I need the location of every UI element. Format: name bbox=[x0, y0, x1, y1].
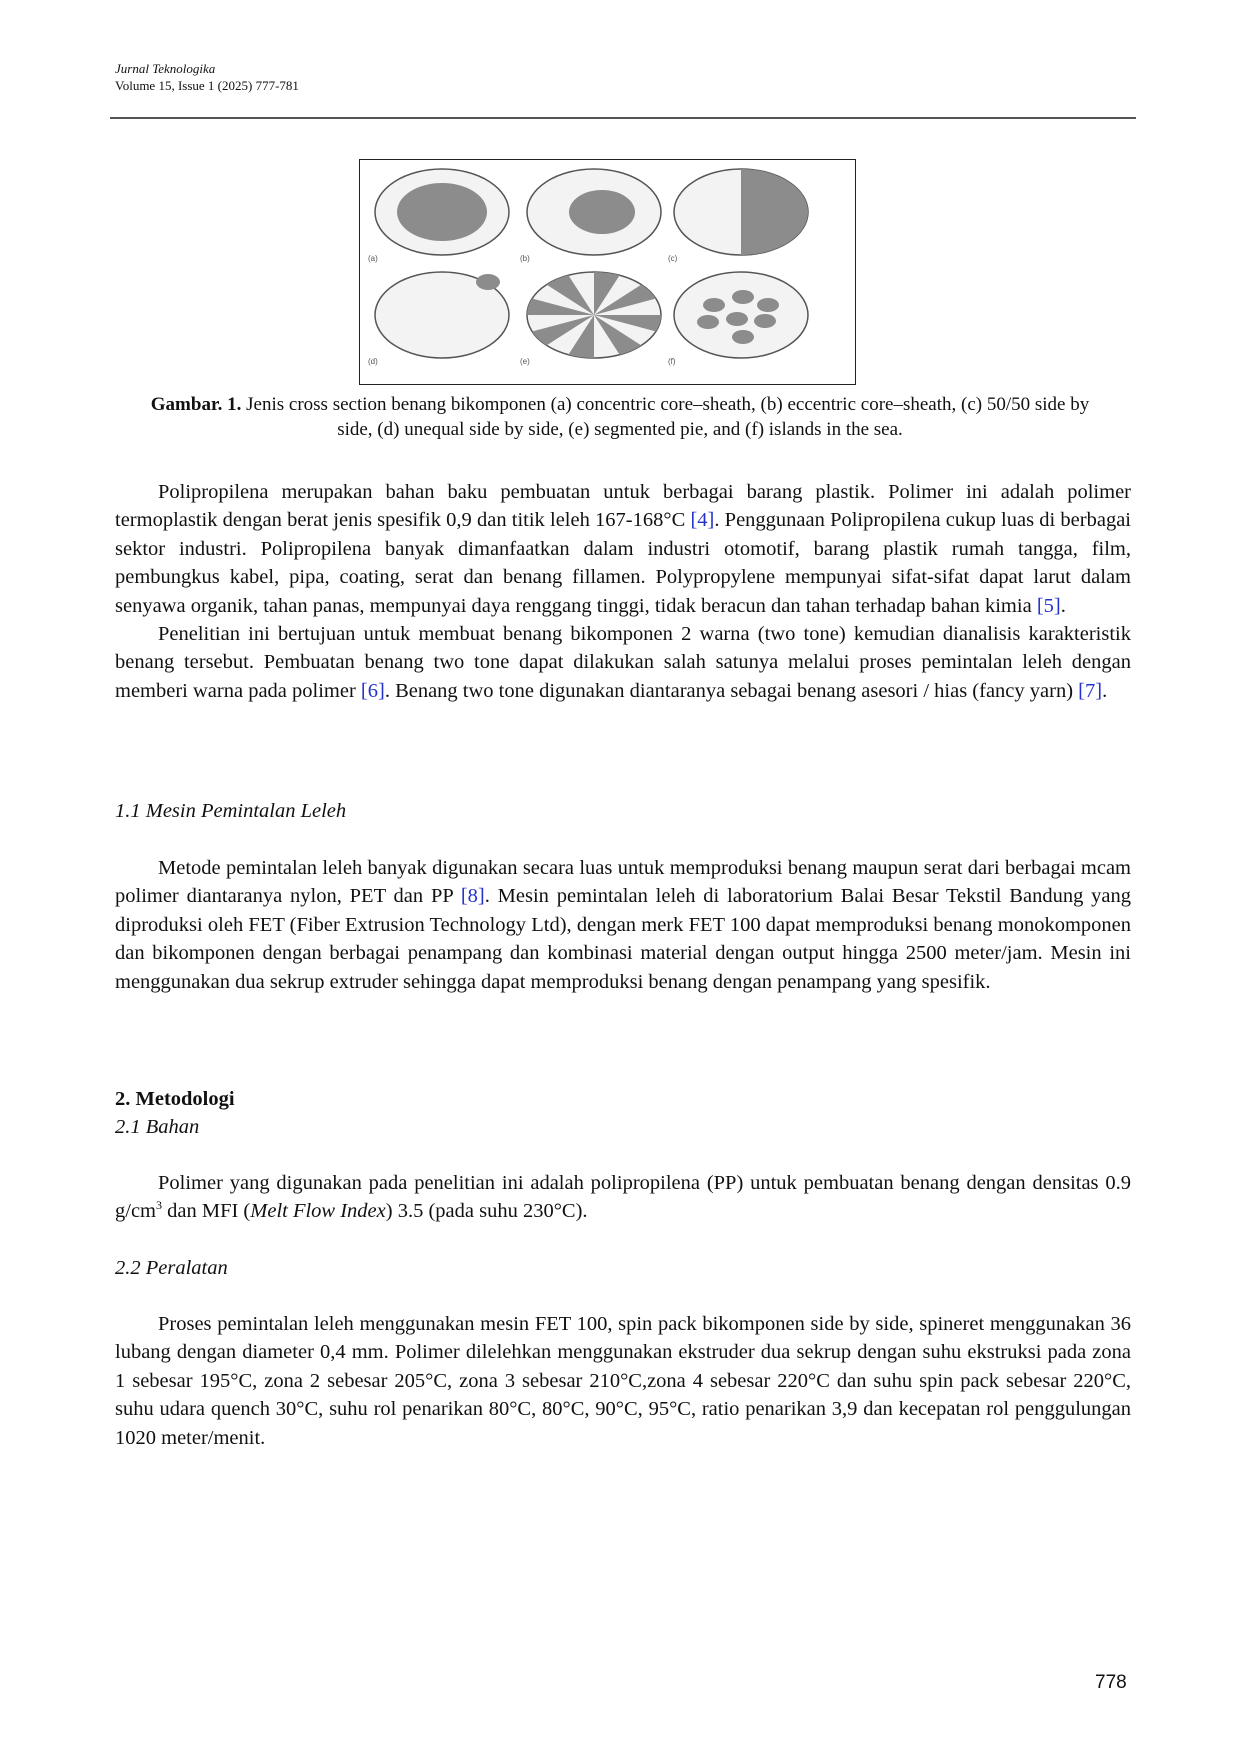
panel-f-island bbox=[754, 314, 776, 328]
citation-link[interactable]: [5] bbox=[1036, 594, 1061, 617]
panel-e-segment bbox=[594, 315, 642, 355]
panel-label: (c) bbox=[668, 254, 678, 263]
figure-cross-sections: (a) (b) (c) (d) (e) (f) bbox=[359, 159, 856, 385]
caption-label: Gambar. 1. bbox=[150, 394, 242, 415]
panel-label: (e) bbox=[520, 357, 530, 366]
figure-caption: Gambar. 1. Jenis cross section benang bi… bbox=[150, 392, 1090, 442]
panel-e-segment bbox=[532, 315, 594, 346]
page-number: 778 bbox=[1095, 1672, 1127, 1693]
citation-link[interactable]: [4] bbox=[690, 509, 715, 532]
paragraph-equipment: Proses pemintalan leleh menggunakan mesi… bbox=[115, 1313, 1131, 1449]
citation-link[interactable]: [8] bbox=[460, 885, 485, 908]
journal-volume: Volume 15, Issue 1 (2025) 777-781 bbox=[115, 78, 299, 93]
panel-e-segment bbox=[594, 284, 656, 315]
panel-label: (f) bbox=[668, 357, 676, 366]
citation-link[interactable]: [7] bbox=[1078, 679, 1103, 702]
panel-f-island bbox=[732, 330, 754, 344]
section-heading-2-1: 2.1 Bahan bbox=[115, 1116, 200, 1138]
panel-c-half bbox=[741, 169, 808, 255]
panel-f-island bbox=[726, 312, 748, 326]
panel-f-island bbox=[732, 290, 754, 304]
panel-label: (b) bbox=[520, 254, 530, 263]
panel-b-core bbox=[569, 190, 635, 234]
paragraph-polypropylene: Polipropilena merupakan bahan baku pembu… bbox=[115, 481, 1131, 702]
panel-f-island bbox=[703, 298, 725, 312]
cross-section-diagram: (a) (b) (c) (d) (e) (f) bbox=[368, 168, 809, 366]
panel-label: (a) bbox=[368, 254, 378, 263]
panel-f-island bbox=[697, 315, 719, 329]
panel-d-outline bbox=[374, 271, 510, 359]
section-heading-1-1: 1.1 Mesin Pemintalan Leleh bbox=[115, 800, 347, 822]
panel-e-segment bbox=[594, 272, 620, 315]
panel-e-segment bbox=[594, 315, 661, 332]
citation-link[interactable]: [6] bbox=[360, 679, 385, 702]
panel-f-island bbox=[757, 298, 779, 312]
caption-text: Jenis cross section benang bikomponen (a… bbox=[241, 394, 1090, 440]
journal-name: Jurnal Teknologika bbox=[115, 61, 216, 76]
section-heading-2-2: 2.2 Peralatan bbox=[115, 1257, 228, 1279]
paragraph-melt-spinning: Metode pemintalan leleh banyak digunakan… bbox=[115, 857, 1131, 993]
panel-e-segment bbox=[527, 298, 594, 315]
panel-e-segment bbox=[546, 275, 594, 315]
panel-e-segment bbox=[568, 315, 594, 358]
running-header: Jurnal Teknologika Volume 15, Issue 1 (2… bbox=[115, 60, 299, 94]
panel-label: (d) bbox=[368, 357, 378, 366]
panel-a-core bbox=[397, 183, 487, 241]
section-heading-2: 2. Metodologi bbox=[115, 1088, 235, 1110]
paragraph-materials: Polimer yang digunakan pada penelitian i… bbox=[115, 1172, 1131, 1223]
header-rule bbox=[110, 117, 1136, 119]
panel-d-small bbox=[476, 274, 500, 290]
